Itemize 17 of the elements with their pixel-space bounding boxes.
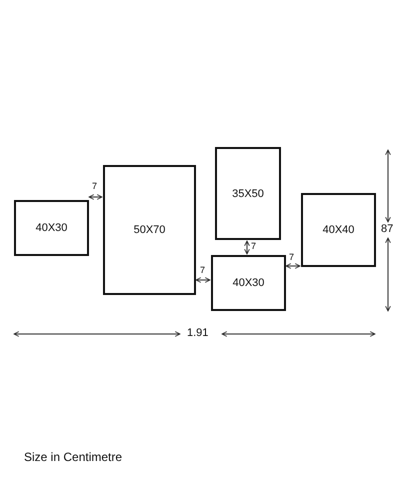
frame-outline xyxy=(215,147,281,240)
dimension-label: 7 xyxy=(251,242,256,251)
frame-outline xyxy=(211,255,286,311)
size-label: 35X50 xyxy=(232,188,264,200)
dimension-label: 7 xyxy=(92,182,98,191)
size-label: 40X30 xyxy=(36,222,68,234)
frame-outline xyxy=(14,200,89,256)
dimension-label: 87 xyxy=(381,224,394,235)
size-label: 40X30 xyxy=(232,277,264,289)
dimension-label: 7 xyxy=(289,253,294,262)
dimension-label: 1.91 xyxy=(187,328,208,339)
note-text: Size in Centimetre xyxy=(24,451,122,463)
size-label: 50X70 xyxy=(134,224,166,236)
frame-outline xyxy=(103,165,196,295)
frame-outline xyxy=(301,193,376,267)
size-label: 40X40 xyxy=(322,224,354,236)
dimension-label: 7 xyxy=(200,266,206,275)
